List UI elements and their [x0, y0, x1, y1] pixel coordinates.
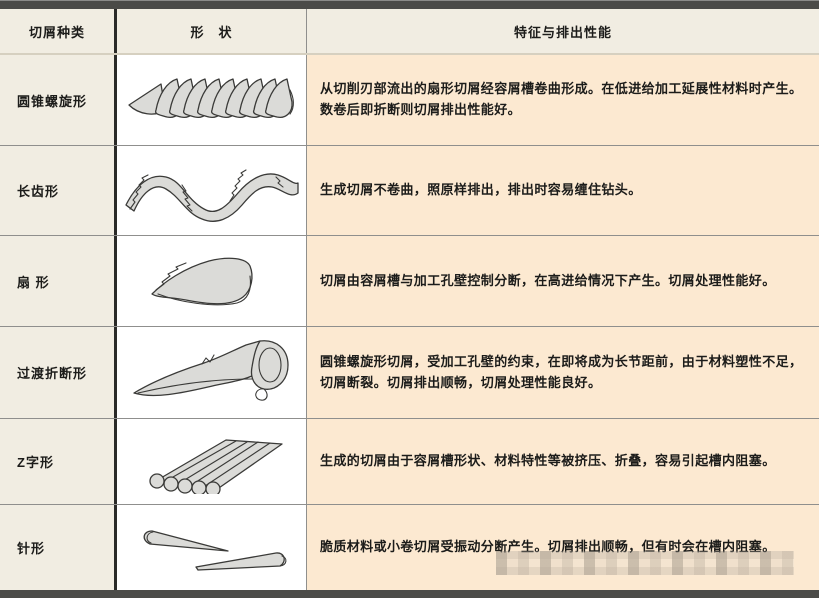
- transition-break-chip-icon: [132, 339, 289, 401]
- top-accent-bar: [0, 0, 819, 10]
- chip-description: 生成切屑不卷曲，照原样排出，排出时容易缠住钻头。: [320, 182, 642, 198]
- chip-type-label: 长齿形: [0, 146, 117, 235]
- long-tooth-chip-icon: [124, 168, 299, 222]
- chip-characteristics-cell: 切屑由容屑槽与加工孔壁控制分断，在高进给情况下产生。切屑处理性能好。: [307, 236, 819, 326]
- chip-type-table: 切屑种类 形 状 特征与排出性能 圆锥螺旋形: [0, 9, 819, 590]
- chip-type-label: 圆锥螺旋形: [0, 55, 117, 145]
- chip-characteristics-cell: 从切削刃部流出的扇形切屑经容屑槽卷曲形成。在低进给加工延展性材料时产生。数卷后即…: [307, 55, 819, 145]
- chip-shape-cell: [117, 236, 307, 326]
- chip-shape-cell: [117, 327, 307, 418]
- chip-shape-cell: [117, 146, 307, 235]
- table-row: 针形 脆质材料或小卷切屑受振动分断产生。切屑排出顺畅，但有时会在槽内阻塞。: [0, 505, 819, 590]
- column-header-characteristics: 特征与排出性能: [513, 24, 612, 40]
- chip-description: 脆质材料或小卷切屑受振动分断产生。切屑排出顺畅，但有时会在槽内阻塞。: [320, 539, 776, 555]
- table-row: 圆锥螺旋形 从切削刃部流出的扇形切屑经容屑槽卷曲形成。在低进给加工延展性材料时产…: [0, 55, 819, 146]
- chip-characteristics-cell: 圆锥螺旋形切屑，受加工孔壁的约束，在即将成为长节距前，由于材料塑性不足，切屑断裂…: [307, 327, 819, 418]
- table-row: 过渡折断形 圆锥螺旋形切屑，受加工孔壁的约束，在即将成为长节距前，由于材料塑性不…: [0, 327, 819, 419]
- column-header-chip-type: 切屑种类: [0, 9, 117, 53]
- chip-description: 圆锥螺旋形切屑，受加工孔壁的约束，在即将成为长节距前，由于材料塑性不足，切屑断裂…: [320, 353, 803, 390]
- needle-chip-icon: [143, 529, 286, 571]
- chip-description: 从切削刃部流出的扇形切屑经容屑槽卷曲形成。在低进给加工延展性材料时产生。数卷后即…: [320, 81, 803, 117]
- chip-description: 生成的切屑由于容屑槽形状、材料特性等被挤压、折叠，容易引起槽内阻塞。: [320, 453, 776, 469]
- chip-type-label: 扇 形: [0, 236, 117, 326]
- chip-type-label: 过渡折断形: [0, 327, 117, 418]
- conical-spiral-chip-icon: [127, 78, 294, 118]
- z-fold-chip-icon: [148, 438, 283, 494]
- chip-shape-cell: [117, 505, 307, 590]
- chip-type-label: Z字形: [0, 419, 117, 504]
- chip-characteristics-cell: 生成的切屑由于容屑槽形状、材料特性等被挤压、折叠，容易引起槽内阻塞。: [307, 419, 819, 504]
- bottom-accent-bar: [0, 590, 819, 598]
- chip-characteristics-cell: 生成切屑不卷曲，照原样排出，排出时容易缠住钻头。: [307, 146, 819, 235]
- table-row: Z字形 生成的切屑由于容屑槽形状、材料特性等被挤压、折叠，容易引起槽内阻塞。: [0, 419, 819, 505]
- chip-description: 切屑由容屑槽与加工孔壁控制分断，在高进给情况下产生。切屑处理性能好。: [320, 272, 776, 288]
- table-row: 长齿形 生成切屑不卷曲，照原样排出，排出时容易缠住钻头。: [0, 146, 819, 236]
- chip-shape-cell: [117, 419, 307, 504]
- chip-type-label: 针形: [0, 505, 117, 590]
- fan-chip-icon: [150, 257, 253, 306]
- column-header-shape: 形 状: [117, 9, 307, 53]
- chip-shape-cell: [117, 55, 307, 145]
- chip-characteristics-cell: 脆质材料或小卷切屑受振动分断产生。切屑排出顺畅，但有时会在槽内阻塞。: [307, 505, 819, 590]
- table-header-row: 切屑种类 形 状 特征与排出性能: [0, 9, 819, 55]
- table-row: 扇 形 切屑由容屑槽与加工孔壁控制分断，在高进给情况下产生。切屑处理性能好。: [0, 236, 819, 327]
